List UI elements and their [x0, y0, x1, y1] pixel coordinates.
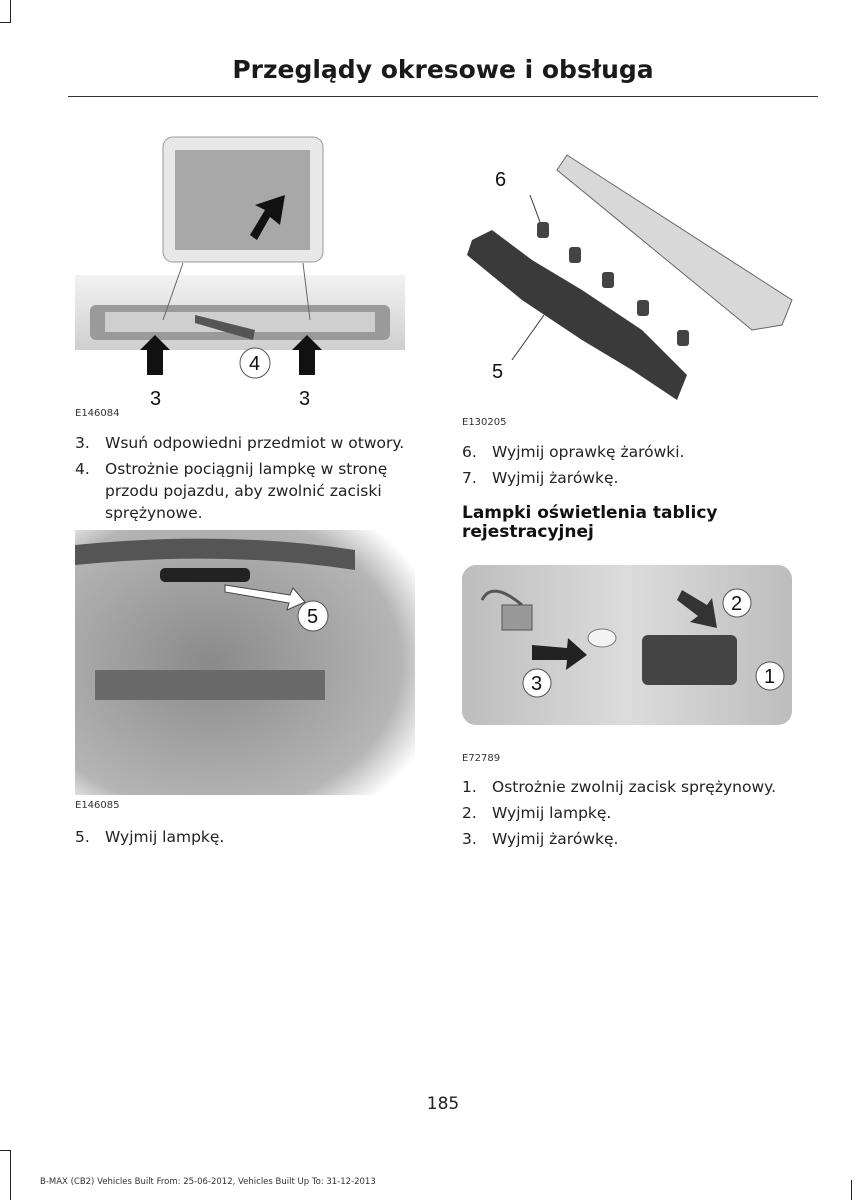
figure-caption: E130205 [462, 417, 507, 428]
callout-5: 5 [307, 606, 318, 628]
page-number: 185 [426, 1094, 460, 1114]
crop-mark [0, 22, 11, 23]
figure-rear-interior: 5 [75, 530, 415, 795]
crop-mark [10, 1150, 11, 1200]
callout-2: 2 [731, 593, 742, 615]
page-title: Przeglądy okresowe i obsługa [232, 55, 654, 84]
figure-caption: E146084 [75, 408, 120, 419]
crop-mark [851, 1180, 852, 1200]
figure-bulb-holder: 6 5 [467, 154, 793, 400]
callout-4: 4 [249, 353, 260, 375]
callout-6: 6 [495, 169, 506, 191]
header-rule [68, 96, 818, 97]
figure-lamp-release: 4 3 3 [75, 136, 405, 405]
step-item: 6.Wyjmij oprawkę żarówki. [462, 443, 685, 461]
section-heading: Lampki oświetlenia tablicy rejestracyjne… [462, 503, 718, 542]
figure-caption: E146085 [75, 800, 120, 811]
step-item: 5.Wyjmij lampkę. [75, 828, 225, 846]
footer-text: B-MAX (CB2) Vehicles Built From: 25-06-2… [40, 1177, 376, 1187]
callout-3: 3 [299, 388, 310, 405]
step-item: 4.Ostrożnie pociągnij lampkę w stronę pr… [75, 460, 388, 522]
callout-5: 5 [492, 361, 503, 383]
step-item: 3.Wyjmij żarówkę. [462, 830, 619, 848]
step-item: 3.Wsuń odpowiedni przedmiot w otwory. [75, 434, 405, 452]
crop-mark [0, 1150, 11, 1151]
step-item: 7.Wyjmij żarówkę. [462, 469, 619, 487]
callout-1: 1 [764, 666, 775, 688]
step-item: 1.Ostrożnie zwolnij zacisk sprężynowy. [462, 778, 777, 796]
callout-3: 3 [150, 388, 161, 405]
figure-caption: E72789 [462, 753, 501, 764]
crop-mark [10, 0, 11, 22]
callout-3: 3 [531, 673, 542, 695]
figure-plate-lamp: 2 1 3 [462, 565, 792, 725]
step-item: 2.Wyjmij lampkę. [462, 804, 612, 822]
